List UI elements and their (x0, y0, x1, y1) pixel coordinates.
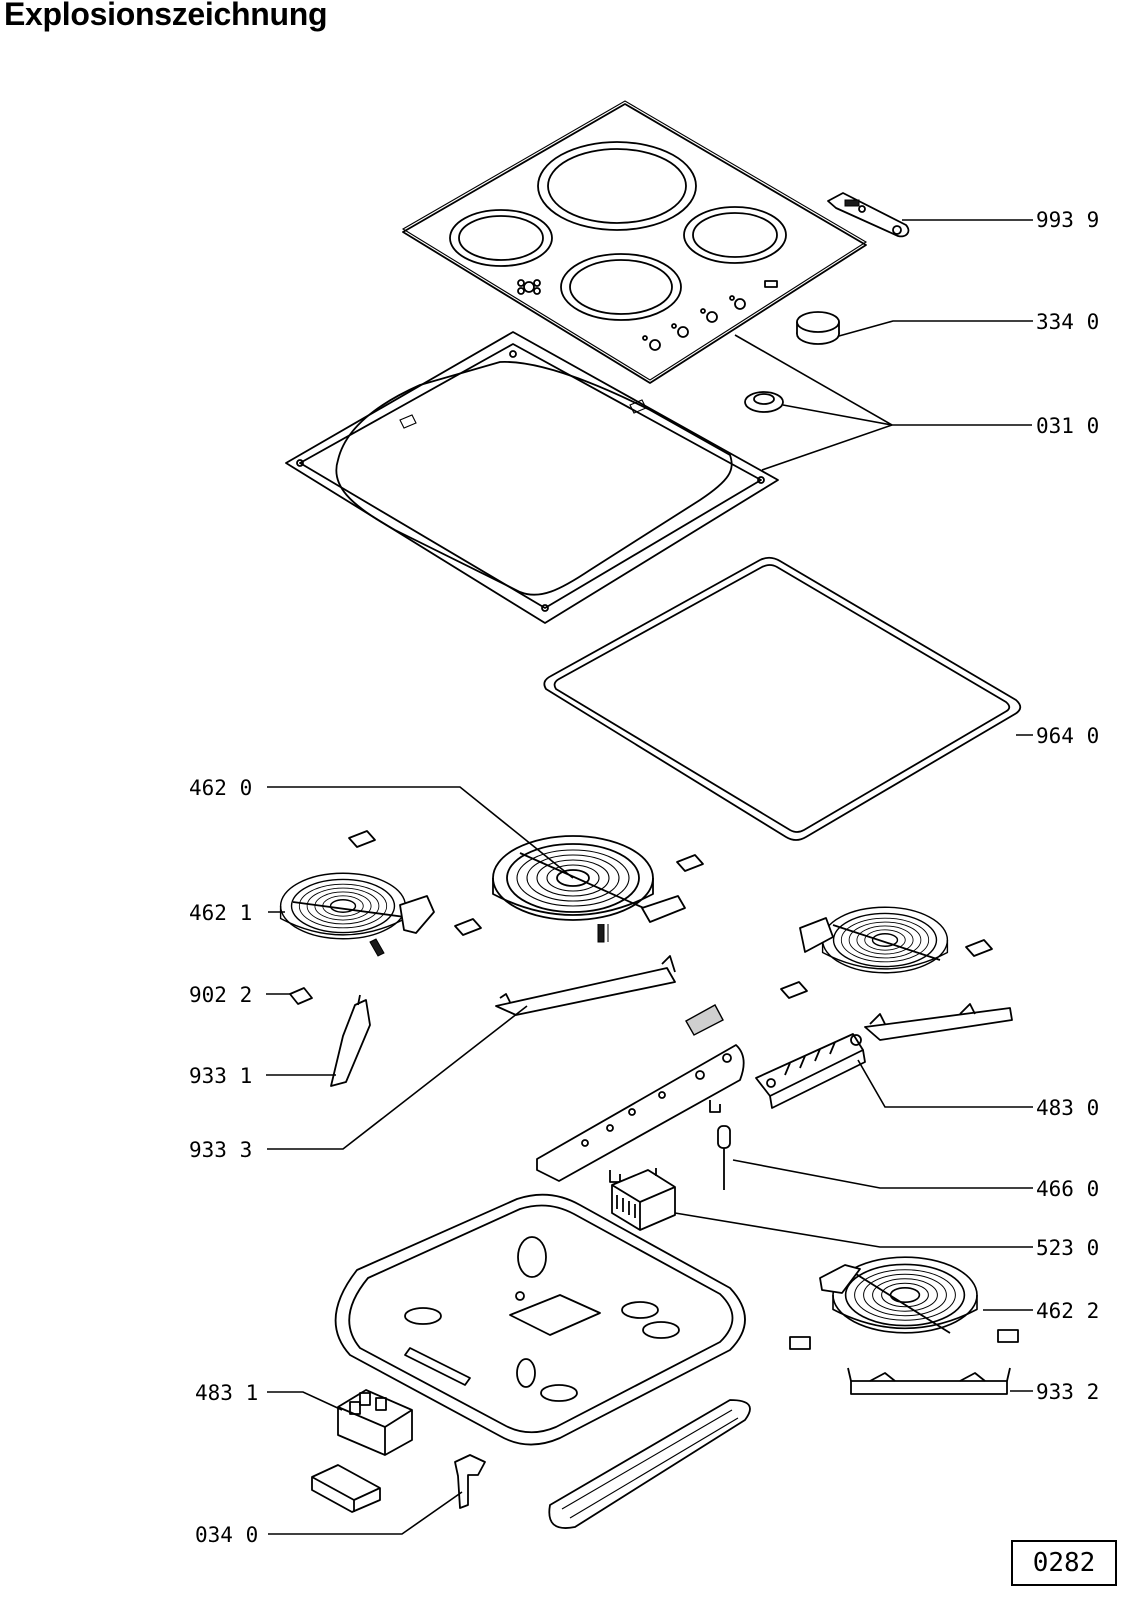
label-462-1: 462 1 (189, 901, 252, 925)
label-034-0: 034 0 (195, 1523, 258, 1547)
bracket-right-upper (864, 1003, 1013, 1041)
part-466-0-pilot-lamp (717, 1125, 731, 1190)
part-462-0-heating-element (492, 835, 686, 943)
drawing-code-box: 0282 (1011, 1540, 1117, 1586)
drawing-code: 0282 (1032, 1548, 1096, 1578)
label-031-0: 031 0 (1036, 414, 1099, 438)
base-tray (334, 1193, 746, 1446)
label-933-2: 933 2 (1036, 1380, 1099, 1404)
part-933-3-bracket (495, 955, 676, 1016)
part-462-2-heating-element (819, 1256, 978, 1334)
label-483-0: 483 0 (1036, 1096, 1099, 1120)
part-523-0-energy-regulator (611, 1168, 676, 1231)
fixing-clips (289, 830, 1019, 1350)
ceramic-glass-cooktop (401, 100, 868, 384)
control-panel-plate (536, 1044, 745, 1183)
part-933-1-bracket (330, 994, 371, 1087)
label-964-0: 964 0 (1036, 724, 1099, 748)
part-462-1-heating-element (279, 872, 435, 957)
part-334-0-knob (796, 311, 840, 345)
small-connector (685, 1004, 724, 1036)
label-933-3: 933 3 (189, 1138, 252, 1162)
label-462-2: 462 2 (1036, 1299, 1099, 1323)
label-466-0: 466 0 (1036, 1177, 1099, 1201)
heating-element-right (799, 906, 949, 974)
label-933-1: 933 1 (189, 1064, 252, 1088)
label-523-0: 523 0 (1036, 1236, 1099, 1260)
part-483-1-terminal-block (337, 1389, 413, 1456)
part-964-0-gasket (543, 556, 1022, 841)
mounting-bracket-lower-left (311, 1464, 381, 1513)
cooktop-frame (285, 331, 779, 624)
leader-lines (266, 219, 1033, 1535)
part-034-0-hinge (454, 1454, 486, 1509)
label-334-0: 334 0 (1036, 310, 1099, 334)
page-title: Explosionszeichnung (4, 0, 328, 32)
part-number-labels: 993 9 334 0 031 0 964 0 462 0 462 1 902 … (189, 208, 1099, 1547)
part-031-0-ring (744, 391, 784, 413)
bottom-trim-strip (548, 1399, 751, 1529)
label-993-9: 993 9 (1036, 208, 1099, 232)
part-993-9 (827, 192, 910, 238)
label-462-0: 462 0 (189, 776, 252, 800)
part-933-2-bracket (847, 1367, 1011, 1395)
part-483-0-terminal-block (755, 1033, 866, 1109)
label-483-1: 483 1 (195, 1381, 258, 1405)
label-902-2: 902 2 (189, 983, 252, 1007)
